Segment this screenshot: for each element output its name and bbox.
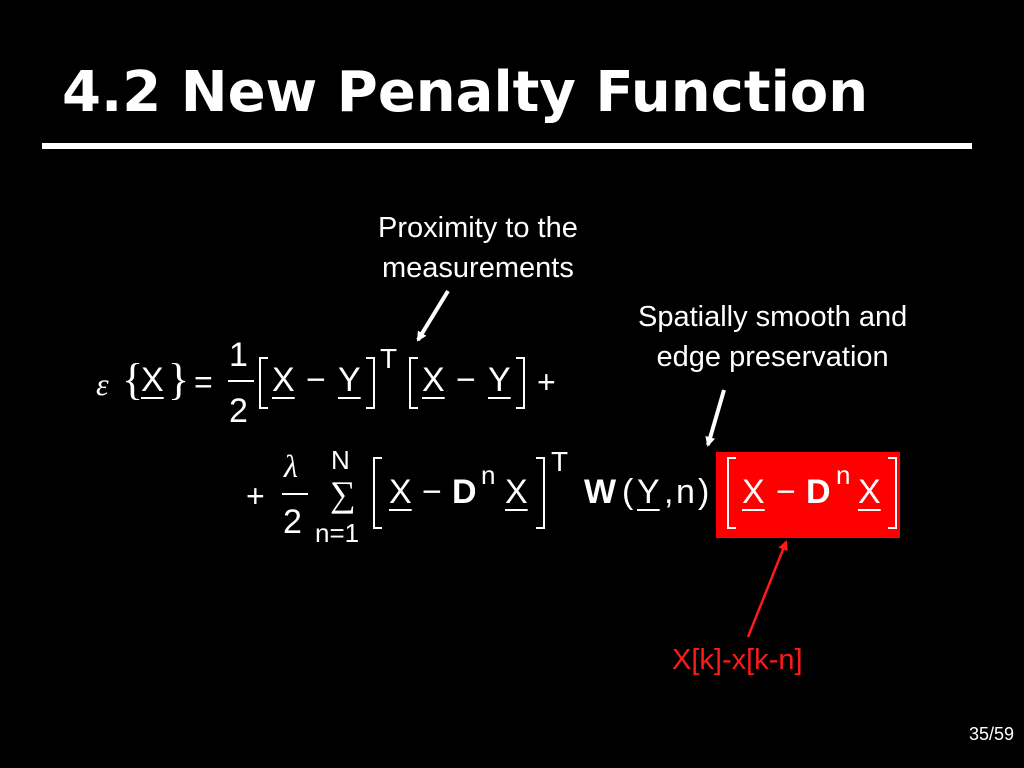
eq1-y-b: Y: [488, 361, 511, 399]
annotation-proximity-line2: measurements: [382, 252, 574, 284]
eq2-d-a: D: [452, 473, 477, 511]
eq2-minus-b: −: [776, 473, 796, 511]
annotation-smooth-line2: edge preservation: [656, 341, 889, 373]
eq1-x-a: X: [272, 361, 295, 399]
sum-upper-limit: N: [331, 445, 350, 475]
eq2-x-d: X: [858, 473, 881, 511]
sum-lower-limit: n=1: [315, 518, 360, 548]
eq2-transpose: T: [551, 446, 569, 477]
eq1-minus-a: −: [306, 361, 326, 399]
eq1-x-term: X: [141, 361, 164, 399]
epsilon-symbol: ε: [96, 366, 109, 402]
bracket-2-close: [516, 357, 525, 409]
eq1-plus: +: [537, 364, 556, 400]
eq2-d-b: D: [806, 473, 831, 511]
page-number: 35/59: [968, 724, 1014, 744]
eq2-x-a: X: [389, 473, 412, 511]
brace-open: {: [122, 355, 144, 404]
eq1-minus-b: −: [456, 361, 476, 399]
eq1-transpose: T: [380, 343, 398, 374]
annotation-residual: X[k]-x[k-n]: [672, 644, 803, 676]
half-numerator: 1: [229, 336, 248, 374]
eq2-x-b: X: [505, 473, 528, 511]
eq2-exp-b: n: [836, 460, 851, 490]
bracket-1-close: [366, 357, 375, 409]
arrow-residual: [746, 540, 788, 638]
annotation-proximity: Proximity to the measurements: [378, 208, 578, 288]
equals-sign: =: [194, 364, 213, 400]
weight-open-paren: (: [622, 473, 634, 511]
annotation-smooth: Spatially smooth and edge preservation: [638, 297, 907, 377]
bracket-3-open: [373, 457, 382, 529]
slide-title: 4.2 New Penalty Function: [62, 60, 869, 125]
bracket-2-open: [409, 357, 418, 409]
weight-n: n: [676, 473, 695, 511]
brace-close: }: [168, 355, 190, 404]
eq1-y-a: Y: [338, 361, 361, 399]
half-denominator: 2: [229, 392, 248, 430]
title-underline: [42, 143, 972, 149]
highlight-box: [716, 452, 900, 538]
eq2-minus-a: −: [422, 473, 442, 511]
lambda-symbol: λ: [284, 448, 298, 484]
arrow-proximity: [416, 289, 450, 342]
eq2-x-c: X: [742, 473, 765, 511]
bracket-3-close: [536, 457, 545, 529]
weight-y: Y: [637, 473, 660, 511]
weight-close-paren: ): [698, 473, 710, 511]
eq2-exp-a: n: [481, 460, 496, 490]
annotation-proximity-line1: Proximity to the: [378, 212, 578, 244]
weight-comma: ,: [664, 473, 674, 511]
sum-symbol: ∑: [330, 474, 356, 514]
weight-w: W: [584, 473, 617, 511]
annotation-smooth-line1: Spatially smooth and: [638, 301, 908, 333]
bracket-1-open: [259, 357, 268, 409]
arrow-smooth: [705, 389, 726, 447]
eq1-x-b: X: [422, 361, 445, 399]
eq2-denominator: 2: [283, 503, 302, 541]
eq2-plus: +: [246, 478, 265, 514]
